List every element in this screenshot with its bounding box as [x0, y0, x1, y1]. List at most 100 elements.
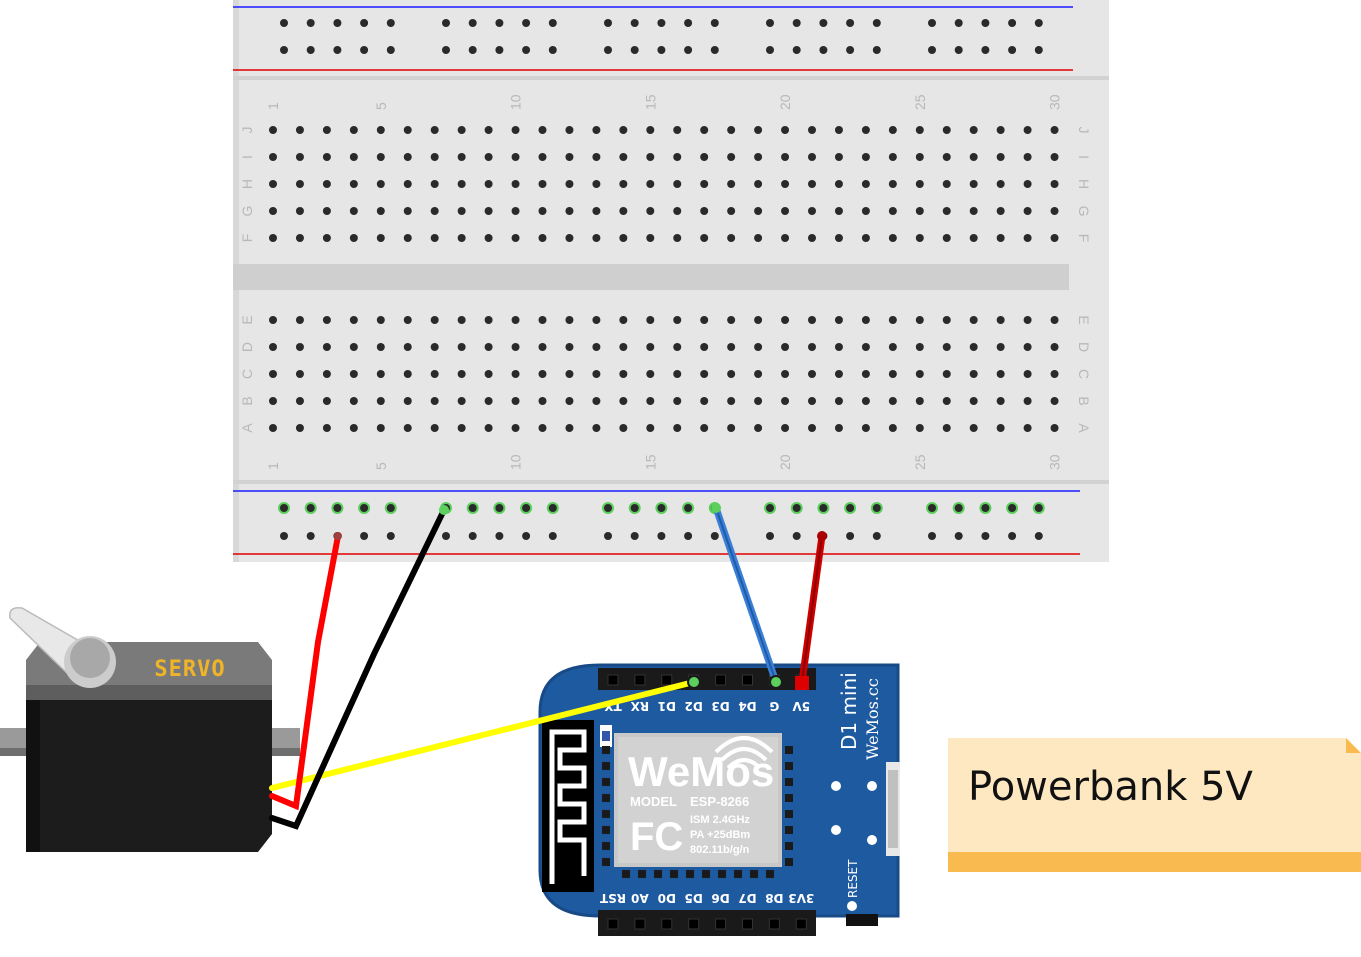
terminal-hole	[996, 370, 1005, 378]
terminal-hole	[269, 316, 277, 324]
rail-hole	[604, 532, 612, 540]
column-number: 20	[777, 454, 793, 470]
rail-hole	[604, 504, 612, 512]
row-letter: B	[239, 396, 255, 405]
rail-hole	[872, 19, 881, 27]
terminal-hole	[888, 153, 897, 161]
terminal-hole	[484, 343, 493, 351]
terminal-hole	[269, 397, 277, 405]
header-pin	[768, 918, 780, 930]
terminal-hole	[1023, 180, 1032, 188]
rail-hole	[548, 19, 557, 27]
rail-hole	[333, 46, 342, 54]
terminal-hole	[1023, 424, 1032, 432]
terminal-hole	[969, 234, 978, 242]
terminal-hole	[430, 234, 439, 242]
pin-label-d7: D7	[738, 891, 756, 905]
terminal-hole	[754, 316, 763, 324]
rail-hole	[468, 19, 477, 27]
rail-hole	[657, 46, 666, 54]
note-band	[948, 852, 1361, 872]
rail-hole	[548, 504, 557, 512]
rail-hole	[630, 532, 639, 540]
terminal-hole	[646, 126, 655, 134]
terminal-hole	[349, 207, 358, 215]
smd-component-center	[602, 731, 610, 741]
rail-hole	[495, 19, 504, 27]
rail-hole	[1034, 532, 1043, 540]
row-letter: A	[1076, 423, 1092, 433]
rail-hole	[928, 532, 936, 540]
module-pad	[785, 842, 793, 850]
terminal-hole	[430, 207, 439, 215]
top-pin-header	[598, 668, 816, 690]
terminal-hole	[808, 234, 816, 242]
row-letter: D	[239, 342, 255, 352]
terminal-hole	[888, 180, 897, 188]
row-letter: C	[239, 369, 255, 379]
header-pin	[607, 674, 619, 686]
terminal-hole	[969, 343, 978, 351]
terminal-hole	[969, 180, 978, 188]
terminal-hole	[565, 234, 574, 242]
rail-hole	[684, 532, 693, 540]
rail-hole	[333, 19, 342, 27]
pin-label-rx: RX	[630, 699, 649, 713]
terminal-hole	[592, 397, 601, 405]
terminal-hole	[888, 424, 897, 432]
terminal-hole	[1050, 424, 1059, 432]
terminal-hole	[295, 126, 304, 134]
terminal-hole	[619, 397, 628, 405]
terminal-hole	[322, 126, 331, 134]
terminal-hole	[592, 343, 601, 351]
terminal-hole	[592, 424, 601, 432]
rail-hole	[630, 504, 639, 512]
rail-hole	[522, 46, 531, 54]
row-letter: G	[1076, 206, 1092, 217]
rail-hole	[442, 19, 450, 27]
terminal-hole	[727, 397, 736, 405]
board-model-name: D1 mini	[837, 672, 861, 750]
terminal-hole	[538, 234, 547, 242]
module-pad	[785, 858, 793, 866]
rail-hole	[846, 19, 855, 27]
terminal-hole	[322, 234, 331, 242]
terminal-hole	[295, 207, 304, 215]
terminal-hole	[269, 343, 277, 351]
terminal-hole	[403, 397, 412, 405]
rail-hole	[684, 46, 693, 54]
terminal-hole	[538, 370, 547, 378]
terminal-hole	[808, 370, 816, 378]
terminal-hole	[996, 343, 1005, 351]
terminal-hole	[538, 424, 547, 432]
rail-hole	[981, 504, 990, 512]
rail-hole	[522, 532, 531, 540]
terminal-hole	[834, 343, 843, 351]
terminal-hole	[727, 207, 736, 215]
terminal-hole	[727, 424, 736, 432]
terminal-hole	[1023, 343, 1032, 351]
chip-model: ESP-8266	[690, 794, 749, 809]
terminal-hole	[565, 153, 574, 161]
terminal-hole	[376, 370, 385, 378]
terminal-hole	[403, 207, 412, 215]
terminal-hole	[969, 207, 978, 215]
terminal-hole	[700, 207, 709, 215]
wire-end-red-board	[795, 676, 809, 690]
wires	[269, 503, 827, 830]
rail-hole	[604, 46, 612, 54]
rail-hole	[522, 19, 531, 27]
rail-hole	[981, 46, 990, 54]
terminal-hole	[322, 180, 331, 188]
terminal-hole	[376, 207, 385, 215]
row-letter: D	[1076, 342, 1092, 352]
rail-hole	[819, 46, 828, 54]
terminal-hole	[269, 153, 277, 161]
terminal-hole	[430, 180, 439, 188]
terminal-hole	[592, 234, 601, 242]
rail-hole	[981, 532, 990, 540]
terminal-hole	[430, 316, 439, 324]
rail-hole	[468, 504, 477, 512]
terminal-hole	[1023, 397, 1032, 405]
